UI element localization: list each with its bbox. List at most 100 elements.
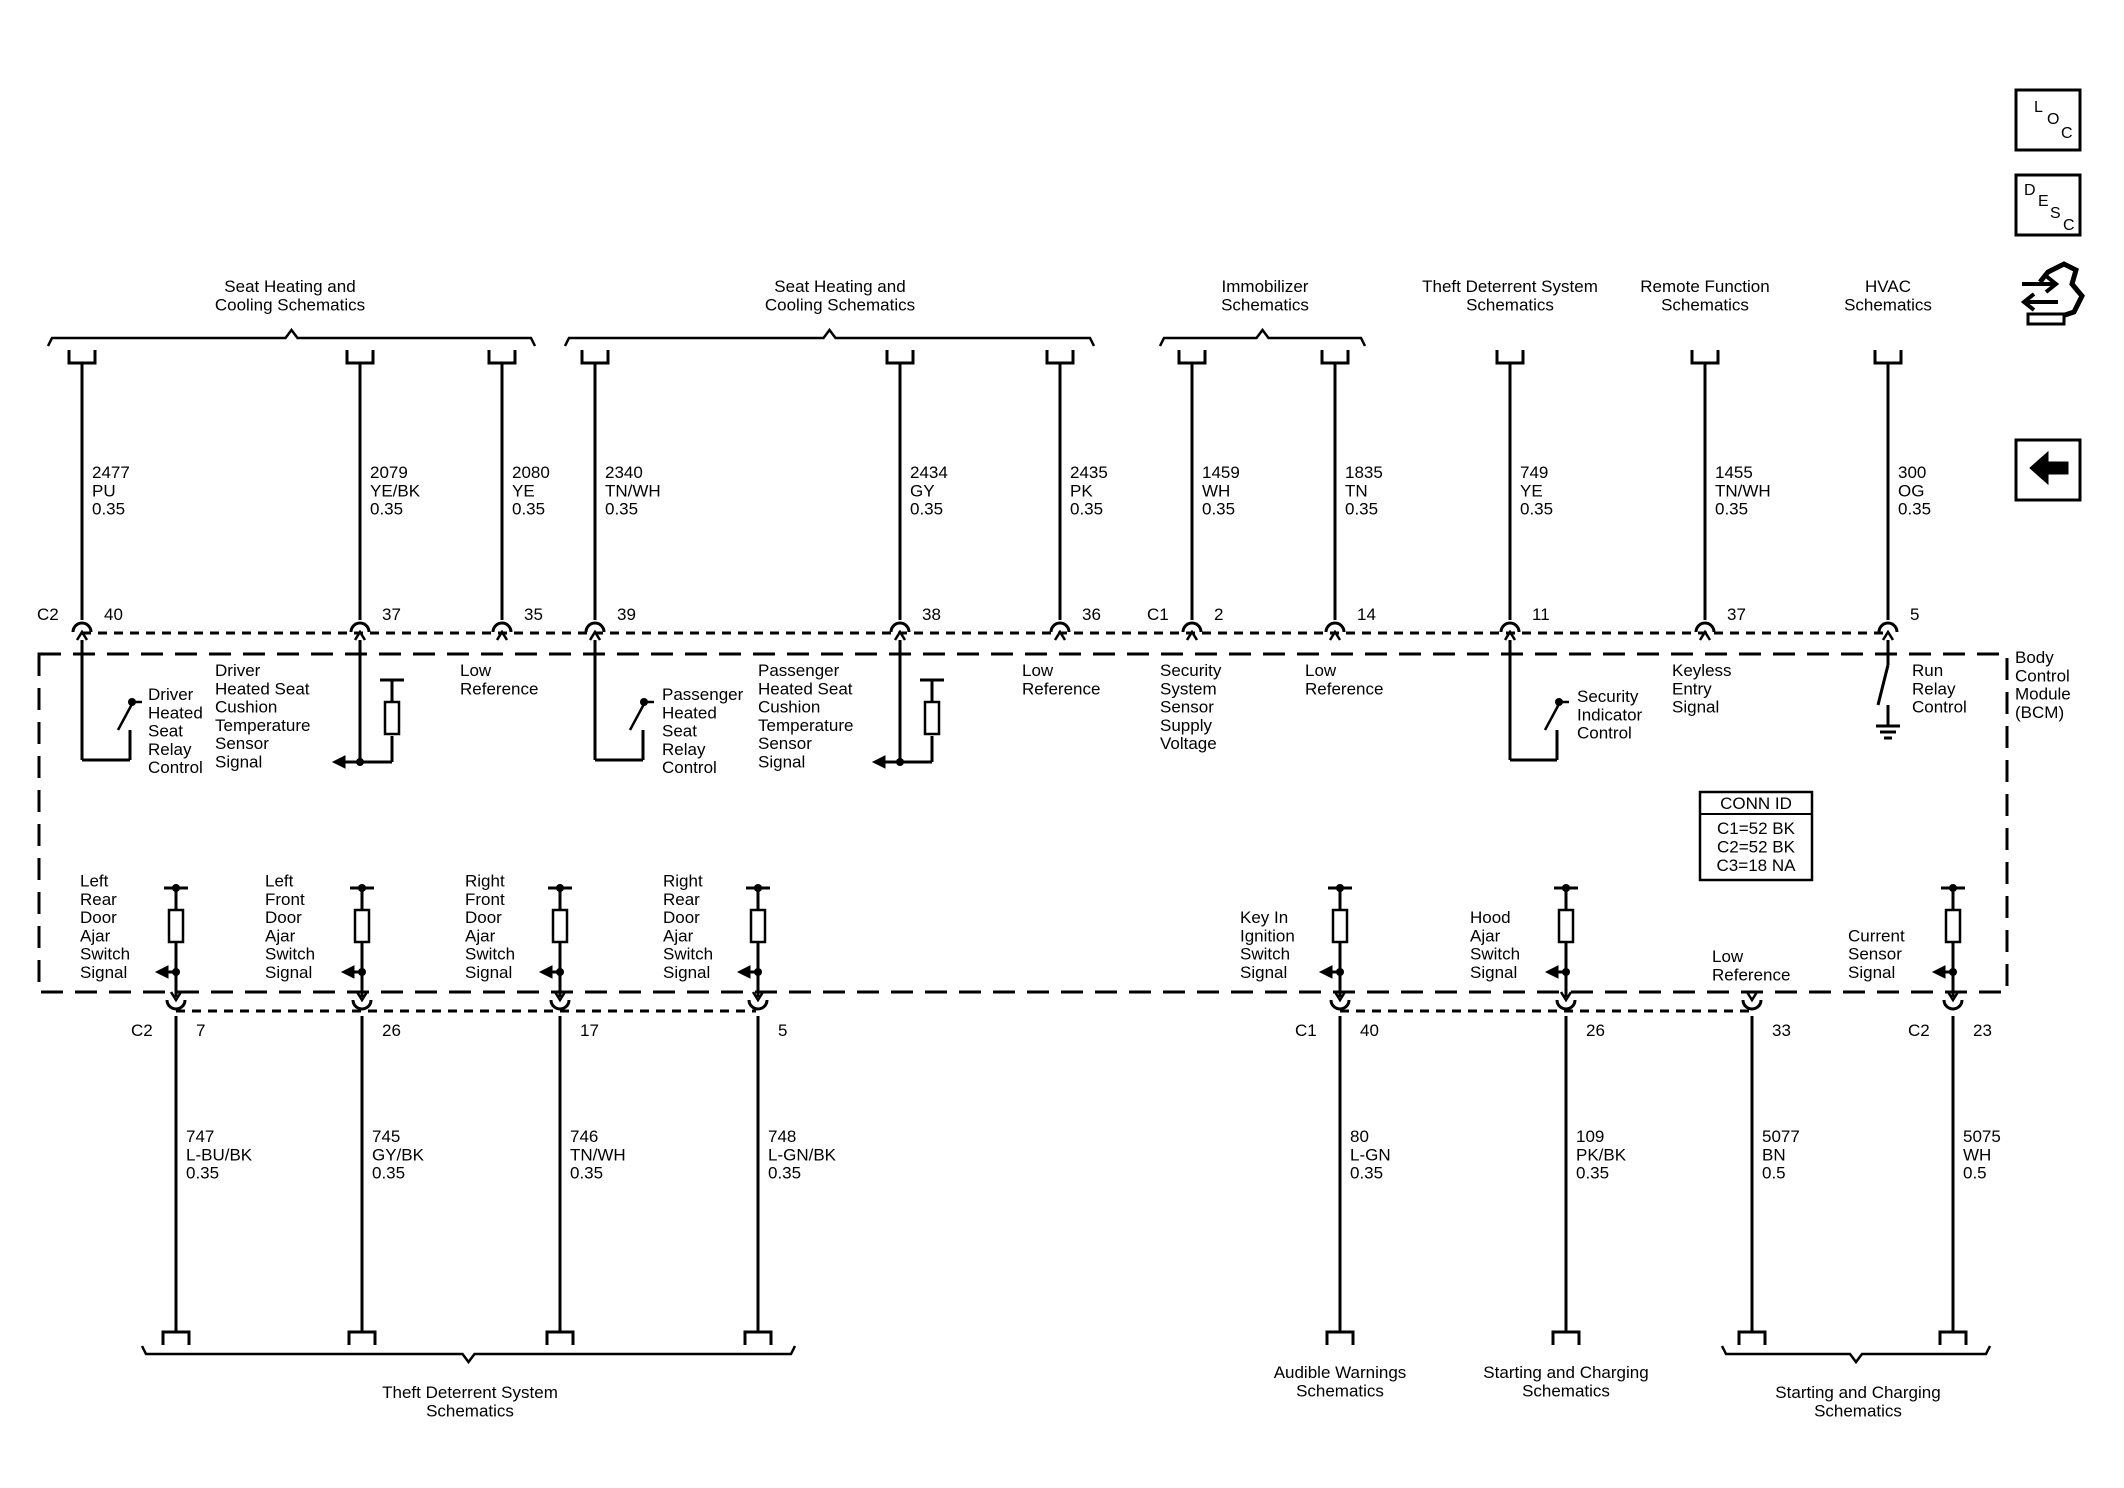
top-wire-label-1459: WH bbox=[1202, 481, 1230, 500]
top-group-label-5: Schematics bbox=[1661, 295, 1749, 314]
module-label-low-ref-2: Reference bbox=[1022, 679, 1100, 698]
bottom-input-label-2: Ajar bbox=[265, 926, 296, 945]
signal-arrow-icon bbox=[538, 965, 553, 979]
bottom-wire-label-5077: 0.5 bbox=[1762, 1164, 1786, 1183]
top-pin-14 bbox=[1328, 629, 1342, 641]
bottom-terminal-26 bbox=[1551, 1330, 1581, 1345]
module-label-keyless-entry: Entry bbox=[1672, 679, 1712, 698]
top-wire-label-300: 0.35 bbox=[1898, 500, 1931, 519]
loc-icon[interactable]: LOC bbox=[2014, 88, 2082, 152]
top-wire-label-2477: PU bbox=[92, 481, 116, 500]
top-group-label-2: Seat Heating and bbox=[774, 277, 905, 296]
module-label-driver-relay: Control bbox=[148, 758, 203, 777]
pullup-resistor-icon bbox=[1557, 908, 1575, 944]
top-wire-label-2340: 2340 bbox=[605, 463, 643, 482]
top-pin-number-36: 36 bbox=[1082, 605, 1101, 624]
top-wire-label-1459: 0.35 bbox=[1202, 500, 1235, 519]
top-wire-label-300: OG bbox=[1898, 481, 1924, 500]
top-wire-label-1455: 0.35 bbox=[1715, 500, 1748, 519]
top-wire-label-2079: YE/BK bbox=[370, 481, 421, 500]
top-wire-label-1459: 1459 bbox=[1202, 463, 1240, 482]
bottom-wire-label-748: 748 bbox=[768, 1127, 796, 1146]
junction-dot bbox=[358, 968, 366, 976]
bottom-wire-label-746: 0.35 bbox=[570, 1164, 603, 1183]
top-pin-39 bbox=[584, 621, 606, 633]
module-label-keyless-entry: Signal bbox=[1672, 698, 1719, 717]
top-wire-label-2434: GY bbox=[910, 481, 935, 500]
bottom-input-label-3: Front bbox=[465, 890, 505, 909]
loc-icon: O bbox=[2047, 111, 2059, 128]
bottom-group-brace-1 bbox=[140, 1345, 797, 1365]
bottom-input-label-1: Left bbox=[80, 872, 109, 891]
back-arrow-icon bbox=[2029, 450, 2069, 486]
desc-icon: C bbox=[2063, 217, 2075, 234]
driver-relay-switch-icon bbox=[116, 703, 134, 731]
junction-dot bbox=[172, 884, 180, 892]
top-pin-35 bbox=[491, 621, 513, 633]
top-pin-number-39: 39 bbox=[617, 605, 636, 624]
module-label-low-ref-1: Low bbox=[460, 661, 492, 680]
top-group-label-4: Schematics bbox=[1466, 295, 1554, 314]
bottom-wire-label-747: 747 bbox=[186, 1127, 214, 1146]
bottom-input-label-4: Door bbox=[663, 908, 700, 927]
top-group-label-3: Schematics bbox=[1221, 295, 1309, 314]
top-pin-14 bbox=[1324, 621, 1346, 633]
bottom-pin-17 bbox=[553, 991, 567, 1003]
top-wire-label-2434: 0.35 bbox=[910, 500, 943, 519]
module-label-security-sensor-supply: System bbox=[1160, 679, 1217, 698]
top-pin-5 bbox=[1881, 629, 1895, 641]
module-label-security-sensor-supply: Voltage bbox=[1160, 734, 1217, 753]
back-arrow-icon[interactable] bbox=[2014, 438, 2082, 502]
connector-label-C1: C1 bbox=[1147, 605, 1169, 624]
junction-dot bbox=[1336, 968, 1344, 976]
module-label-bcm: Control bbox=[2015, 666, 2070, 685]
top-wire-label-2340: TN/WH bbox=[605, 481, 661, 500]
top-pin-2 bbox=[1181, 621, 1203, 633]
bottom-input-label-6: Hood bbox=[1470, 908, 1511, 927]
module-label-security-sensor-supply: Supply bbox=[1160, 716, 1212, 735]
bottom-wire-label-747: L-BU/BK bbox=[186, 1145, 253, 1164]
module-label-passenger-temp-sensor: Signal bbox=[758, 753, 805, 772]
module-label-low-ref-3: Reference bbox=[1305, 679, 1383, 698]
connector-label-C2: C2 bbox=[131, 1021, 153, 1040]
bottom-input-label-5: Switch bbox=[1240, 945, 1290, 964]
loc-icon: L bbox=[2034, 99, 2043, 116]
connector-view-icon[interactable] bbox=[2020, 261, 2085, 326]
top-pin-number-35: 35 bbox=[524, 605, 543, 624]
pullup-resistor-icon bbox=[1331, 908, 1349, 944]
pullup-resistor-icon bbox=[167, 908, 185, 944]
bottom-wire-label-80: 0.35 bbox=[1350, 1164, 1383, 1183]
bottom-wire-label-109: 0.35 bbox=[1576, 1164, 1609, 1183]
module-label-bcm: Body bbox=[2015, 648, 2054, 667]
top-pin-number-37: 37 bbox=[382, 605, 401, 624]
conn-id-row: C3=18 NA bbox=[1717, 856, 1797, 875]
bottom-pin-number-17: 17 bbox=[580, 1021, 599, 1040]
top-pin-38 bbox=[889, 621, 911, 633]
junction-dot bbox=[1949, 884, 1957, 892]
conn-id-row: C1=52 BK bbox=[1717, 819, 1796, 838]
bottom-terminal-33 bbox=[1737, 1330, 1767, 1345]
top-wire-label-2340: 0.35 bbox=[605, 500, 638, 519]
pullup-resistor-icon bbox=[749, 908, 767, 944]
desc-icon: E bbox=[2038, 193, 2049, 210]
module-label-driver-temp-sensor: Sensor bbox=[215, 734, 269, 753]
top-wire-label-749: YE bbox=[1520, 481, 1543, 500]
top-group-label-3: Immobilizer bbox=[1222, 277, 1309, 296]
module-label-low-ref-2: Low bbox=[1022, 661, 1054, 680]
bottom-pin-40 bbox=[1329, 999, 1351, 1011]
bottom-wire-label-746: TN/WH bbox=[570, 1145, 626, 1164]
signal-arrow-icon bbox=[736, 965, 751, 979]
module-label-passenger-relay: Relay bbox=[662, 740, 706, 759]
module-label-security-indicator: Control bbox=[1577, 724, 1632, 743]
top-pin-number-37: 37 bbox=[1727, 605, 1746, 624]
module-label-passenger-relay: Heated bbox=[662, 703, 717, 722]
bottom-input-label-4: Switch bbox=[663, 945, 713, 964]
module-label-bcm: Module bbox=[2015, 685, 2071, 704]
signal-arrow-icon bbox=[1544, 965, 1559, 979]
bottom-pin-7 bbox=[165, 999, 187, 1011]
bottom-group-label-1: Schematics bbox=[426, 1401, 514, 1420]
bottom-group-label-2: Schematics bbox=[1296, 1381, 1384, 1400]
top-wire-label-749: 0.35 bbox=[1520, 500, 1553, 519]
module-label-low-ref-3: Low bbox=[1305, 661, 1337, 680]
